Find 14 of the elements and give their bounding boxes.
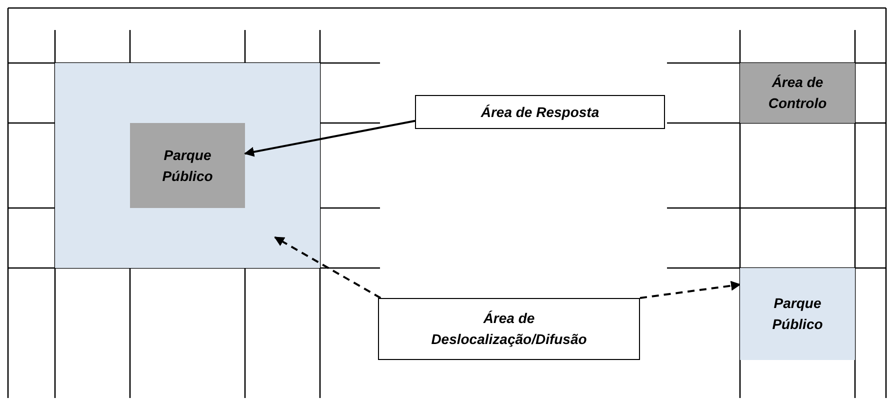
arrow — [640, 280, 741, 299]
area-label: Parque Público — [771, 294, 824, 334]
arrow — [274, 236, 382, 299]
callout-box — [378, 298, 640, 360]
control-area-cell — [740, 63, 855, 123]
buffer-zone-area — [55, 63, 320, 268]
area-label: Área de Controlo — [767, 73, 828, 113]
arrow — [244, 120, 416, 157]
callout-box — [415, 95, 665, 129]
park-cell — [130, 123, 245, 208]
park-cell — [740, 268, 855, 360]
area-label: Parque Público — [161, 146, 214, 186]
area-label: Área de Deslocalização/Difusão — [431, 309, 587, 349]
area-label: Área de Resposta — [480, 102, 600, 122]
